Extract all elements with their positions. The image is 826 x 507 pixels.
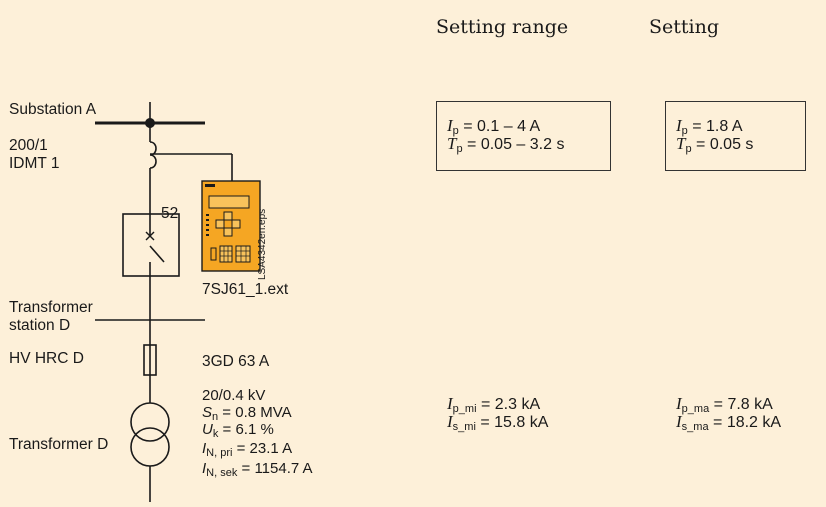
- setting-tp: Tp = 0.05 s: [676, 134, 754, 156]
- transformer-in-sek: IN, sek = 1154.7 A: [202, 460, 313, 479]
- setting-range-box: [436, 101, 611, 171]
- setting-range-tp: Tp = 0.05 – 3.2 s: [447, 134, 565, 156]
- setting-box: [665, 101, 806, 171]
- transformer-in-pri: IN, pri = 23.1 A: [202, 440, 293, 459]
- fault-min-is: Is_mi = 15.8 kA: [447, 412, 549, 434]
- fault-min-ip: Ip_mi = 2.3 kA: [447, 394, 541, 416]
- transformer-station-label-1: Transformer: [9, 299, 93, 316]
- fault-max-ip: Ip_ma = 7.8 kA: [676, 394, 773, 416]
- idmt-label: IDMT 1: [9, 155, 60, 172]
- breaker-number-label: 52: [161, 205, 179, 222]
- relay-name-label: 7SJ61_1.ext: [202, 281, 289, 298]
- transformer-voltage: 20/0.4 kV: [202, 387, 266, 404]
- bus-junction-dot: [145, 118, 155, 128]
- fault-max-is: Is_ma = 18.2 kA: [676, 412, 782, 434]
- setting-header: Setting: [649, 16, 720, 38]
- breaker-contact: [149, 245, 165, 263]
- transformer-uk: Uk = 6.1 %: [202, 421, 274, 440]
- hv-hrc-label: HV HRC D: [9, 350, 84, 367]
- transformer-d-label: Transformer D: [9, 436, 109, 453]
- relay-device-icon: [201, 180, 261, 272]
- current-transformer-symbol: [149, 141, 157, 169]
- substation-a-label: Substation A: [9, 101, 97, 118]
- eps-filename-label: LSA4342en.eps: [257, 208, 268, 280]
- transformer-station-label-2: station D: [9, 317, 71, 334]
- ct-ratio-label: 200/1: [9, 137, 48, 154]
- setting-ip: Ip = 1.8 A: [676, 116, 743, 138]
- setting-range-ip: Ip = 0.1 – 4 A: [447, 116, 541, 138]
- circuit-breaker-box: [122, 213, 180, 277]
- fuse-rating-label: 3GD 63 A: [202, 353, 270, 370]
- transformer-winding-secondary: [130, 427, 170, 467]
- transformer-sn: Sn = 0.8 MVA: [202, 404, 292, 423]
- transformer-winding-primary: [130, 402, 170, 442]
- setting-range-header: Setting range: [436, 16, 569, 38]
